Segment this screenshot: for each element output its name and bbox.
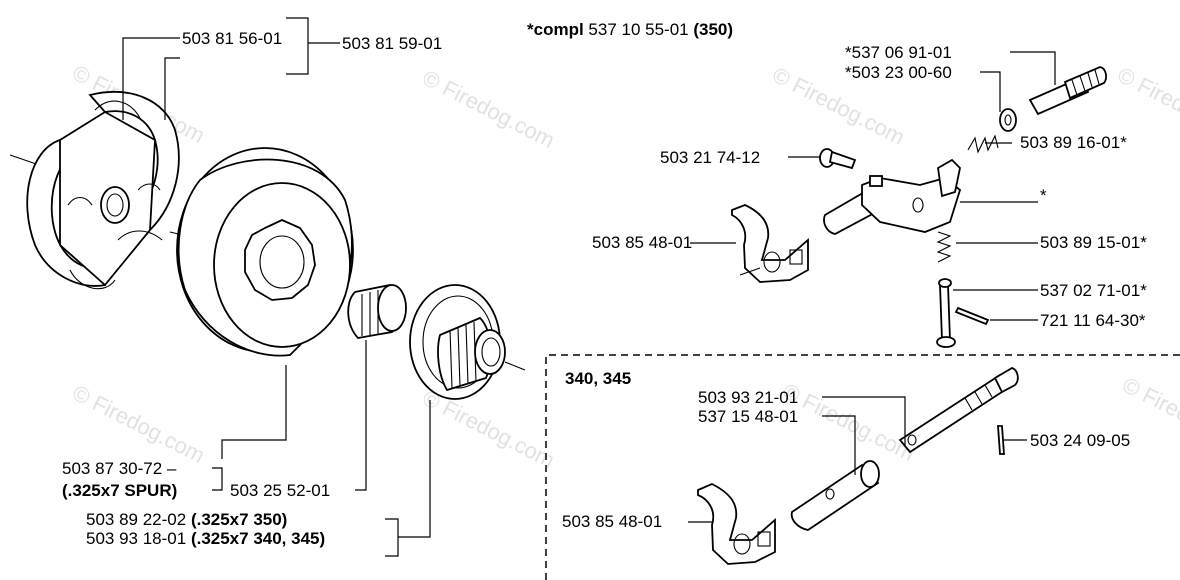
part-number-label: 503 81 59-01 (342, 34, 443, 53)
part-number-label: 503 85 48-01 (562, 512, 663, 531)
lower-leader-lines (688, 396, 1027, 523)
part-number-label: 503 85 48-01 (592, 233, 693, 252)
part-number-label: 537 02 71-01* (1040, 281, 1147, 300)
header-prefix: *compl (527, 20, 584, 39)
section-divider (545, 354, 1180, 580)
header-model: (350) (693, 20, 734, 39)
needle-bearing-drawing (347, 284, 407, 339)
part-number-label: 503 81 56-01 (182, 29, 283, 48)
part-number-label: 503 93 18-01 (.325x7 340, 345) (86, 529, 325, 549)
clutch-shoe-drawing (9, 91, 196, 290)
part-number-label: 503 25 52-01 (230, 481, 331, 500)
part-note-text: (.325x7 350) (190, 510, 288, 529)
part-number-label: 503 21 74-12 (660, 148, 761, 167)
part-note-label: (.325x7 SPUR) (62, 481, 178, 500)
part-number-label: 503 89 16-01* (1020, 133, 1127, 152)
part-number-label: 503 89 15-01* (1040, 233, 1147, 252)
part-number-label: 503 93 21-01 (698, 388, 799, 407)
header-number: 537 10 55-01 (588, 20, 689, 39)
part-number-label: 721 11 64-30* (1040, 311, 1146, 330)
part-number-label: 503 89 22-02 (.325x7 350) (86, 510, 287, 530)
section-340-345-drawing (697, 367, 1019, 565)
rim-sprocket-drawing (409, 284, 526, 400)
part-note-text: (.325x7 340, 345) (190, 529, 326, 548)
clutch-drum-drawing (176, 147, 354, 357)
adjuster-assembly-drawing (731, 66, 1107, 348)
part-number-label: * (1040, 186, 1047, 205)
right-leader-lines (690, 51, 1056, 321)
part-number-label: *537 06 91-01 (845, 43, 952, 62)
section-label: 340, 345 (565, 369, 632, 388)
assembly-header: *compl 537 10 55-01 (350) (527, 20, 733, 40)
part-number-text: 503 89 22-02 (86, 510, 187, 529)
part-number-label: *503 23 00-60 (845, 63, 952, 82)
left-leader-lines (122, 17, 431, 557)
part-number-text: 503 93 18-01 (86, 529, 187, 548)
part-number-label: 503 24 09-05 (1030, 431, 1131, 450)
part-number-label: 537 15 48-01 (698, 407, 799, 426)
part-number-label: 503 87 30-72 – (62, 459, 177, 478)
